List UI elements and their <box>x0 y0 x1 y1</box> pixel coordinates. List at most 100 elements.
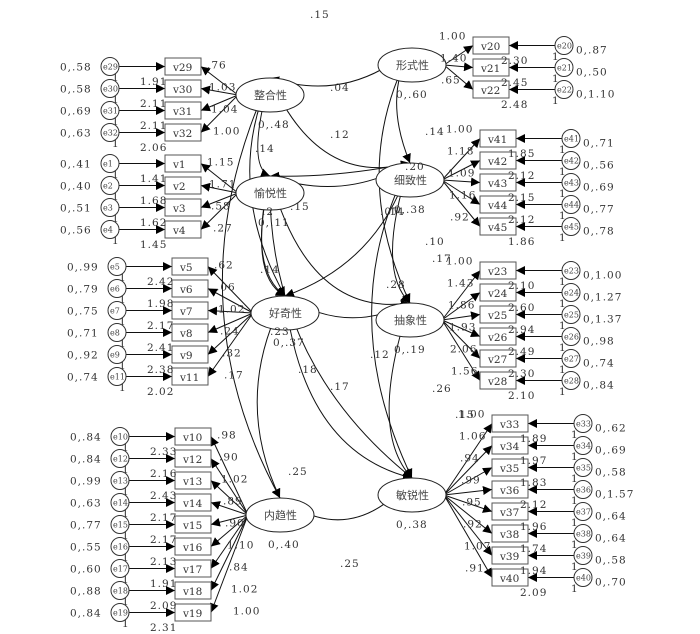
variable-label: v2 <box>172 181 186 193</box>
error-term-label: e32 <box>103 129 118 138</box>
loading-label: .90 <box>219 452 239 464</box>
error-term-circle <box>561 327 581 346</box>
error-weight: 1 <box>112 94 120 106</box>
intercept-label: 2.60 <box>508 302 535 314</box>
loading-label: 1.00 <box>446 256 473 268</box>
error-term-label: e18 <box>113 587 128 596</box>
error-variance: 0,.63 <box>70 498 102 510</box>
error-term-label: e4 <box>103 226 113 235</box>
observed-variable-box <box>491 436 529 455</box>
covariance-label: .14 <box>260 264 280 276</box>
error-weight: 1 <box>122 442 130 454</box>
loading-arrow <box>210 514 249 527</box>
error-term-label: e28 <box>564 377 579 386</box>
error-variance: 0,.64 <box>595 533 627 545</box>
intercept-label: 1.83 <box>520 477 547 489</box>
covariance-label: .04 <box>330 82 350 94</box>
error-weight: 1 <box>122 464 130 476</box>
error-term-label: e34 <box>576 442 591 451</box>
loading-label: .58 <box>211 201 231 213</box>
error-term-label: e11 <box>110 373 125 382</box>
error-variance: 0,.99 <box>70 476 102 488</box>
loading-arrow <box>210 514 249 591</box>
variable-label: v10 <box>182 432 202 444</box>
observed-variable-box <box>171 279 209 298</box>
observed-variable-box <box>174 515 212 534</box>
loading-arrow <box>441 292 481 321</box>
error-variance: 0,.88 <box>70 586 102 598</box>
loading-arrow <box>200 94 239 112</box>
observed-variable-box <box>164 198 202 217</box>
error-variance: 0,.84 <box>70 432 102 444</box>
error-weight: 1 <box>112 116 120 128</box>
observed-variable-box <box>479 151 517 170</box>
loading-arrow <box>207 312 254 355</box>
factor-variance: 0,.60 <box>396 89 428 101</box>
error-weight: 1 <box>122 530 130 542</box>
error-variance: 0,.78 <box>583 226 615 238</box>
observed-variable-box <box>472 58 510 77</box>
observed-variable-box <box>479 261 517 280</box>
observed-variable-box <box>174 427 212 446</box>
loading-arrow <box>207 312 254 377</box>
observed-variable-box <box>174 581 212 600</box>
loading-label: 1.71 <box>209 179 236 191</box>
loading-label: .92 <box>463 519 483 531</box>
variable-label: v42 <box>487 156 507 168</box>
error-weight: 1 <box>119 316 127 328</box>
loading-arrow <box>210 514 249 547</box>
error-term-label: e19 <box>113 609 128 618</box>
error-variance: 0,1.57 <box>595 489 634 501</box>
variable-label: v17 <box>182 564 202 576</box>
loading-label: 1.02 <box>231 584 258 596</box>
factor-variance: 0,.19 <box>394 344 426 356</box>
loading-arrow <box>209 514 249 613</box>
error-term-circle <box>573 414 593 433</box>
error-term-circle <box>107 367 127 386</box>
observed-variable-box <box>479 217 517 236</box>
loading-label: .89 <box>223 496 243 508</box>
error-variance: 0,.79 <box>67 284 99 296</box>
error-term-circle <box>110 559 130 578</box>
loading-arrow <box>443 467 493 496</box>
covariance-label: .2 <box>262 206 274 218</box>
error-term-label: e41 <box>564 135 579 144</box>
error-variance: 0,.74 <box>583 358 615 370</box>
error-variance: 0,.63 <box>60 128 92 140</box>
error-weight: 1 <box>112 235 120 247</box>
intercept-label: 2.31 <box>150 622 177 634</box>
error-weight: 1 <box>559 276 567 288</box>
observed-variable-box <box>479 327 517 346</box>
observed-variable-box <box>472 80 510 99</box>
error-term-circle <box>561 283 581 302</box>
error-term-label: e25 <box>564 311 579 320</box>
error-term-label: e16 <box>113 543 128 552</box>
variable-label: v38 <box>499 529 519 541</box>
factor-label: 好奇性 <box>269 306 302 320</box>
loading-arrow <box>200 163 239 194</box>
error-term-label: e9 <box>110 351 120 360</box>
error-variance: 0,.99 <box>67 262 99 274</box>
variable-label: v31 <box>172 106 192 118</box>
observed-variable-box <box>164 176 202 195</box>
intercept-label: 2.17 <box>150 534 177 546</box>
error-weight: 1 <box>559 210 567 222</box>
error-weight: 1 <box>112 72 120 84</box>
intercept-label: 2.42 <box>147 276 174 288</box>
variable-label: v12 <box>182 454 202 466</box>
observed-variable-box <box>171 301 209 320</box>
error-weight: 1 <box>119 382 127 394</box>
error-term-label: e39 <box>576 552 591 561</box>
intercept-label: 2.41 <box>147 342 174 354</box>
error-term-circle <box>561 173 581 192</box>
error-term-circle <box>554 36 574 55</box>
variable-label: v7 <box>179 306 193 318</box>
factor-variance: 0,.38 <box>394 204 426 216</box>
error-variance: 0,.58 <box>595 467 627 479</box>
error-term-circle <box>100 57 120 76</box>
error-variance: 0,.40 <box>60 181 92 193</box>
variable-label: v4 <box>172 225 186 237</box>
error-variance: 0,.84 <box>70 454 102 466</box>
observed-variable-box <box>174 537 212 556</box>
loading-label: 1.07 <box>464 541 491 553</box>
